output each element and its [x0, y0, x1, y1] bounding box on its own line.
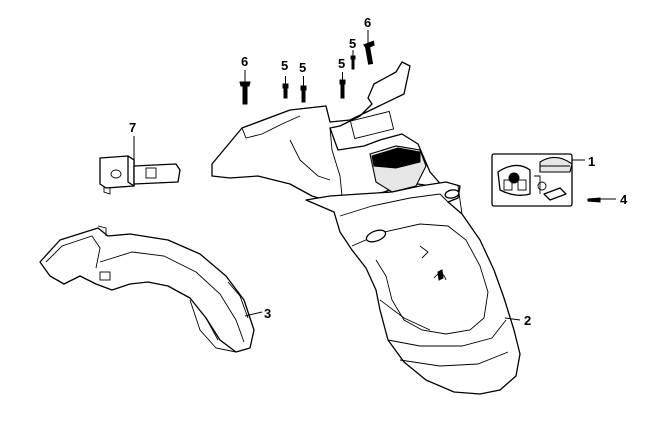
part-1-license-light-assembly	[491, 153, 585, 207]
part-3-front-fender	[39, 225, 263, 353]
callout-part-7: 7	[129, 120, 136, 135]
callout-part-6b: 6	[364, 15, 371, 30]
callout-part-6a: 6	[241, 54, 248, 69]
part-4-screw	[587, 197, 616, 203]
part-6-screw-a	[239, 70, 251, 105]
callout-part-5b: 5	[299, 60, 306, 75]
part-5-bolt-d	[350, 50, 356, 70]
callout-part-1: 1	[588, 154, 595, 169]
part-5-bolt-c	[339, 72, 346, 99]
callout-part-5d: 5	[349, 36, 356, 51]
callout-part-5c: 5	[338, 56, 345, 71]
part-5-bolt-a	[282, 76, 289, 99]
callout-part-4: 4	[620, 192, 628, 207]
part-7-bracket-clip	[99, 136, 181, 195]
part-2-rear-fender	[211, 61, 521, 395]
callout-part-5a: 5	[281, 58, 288, 73]
callout-part-2: 2	[524, 313, 531, 328]
part-6-screw-b	[363, 30, 375, 65]
callout-part-3: 3	[264, 306, 271, 321]
part-5-bolt-b	[300, 76, 307, 103]
